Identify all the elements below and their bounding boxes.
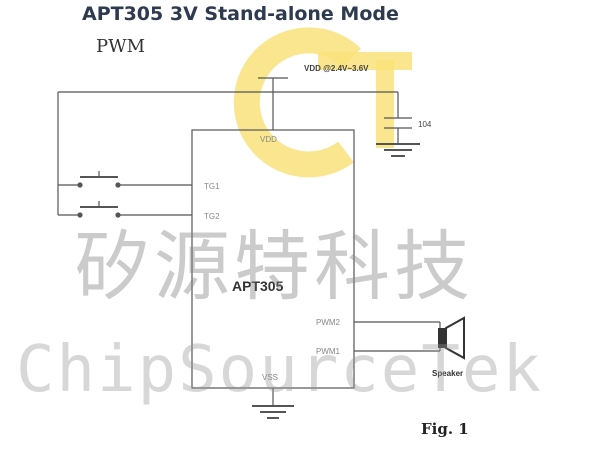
pin-pwm2-label: PWM2 [316,318,341,327]
page-title: APT305 3V Stand-alone Mode [82,3,399,25]
pin-tg1-label: TG1 [204,182,220,191]
pin-vdd-label: VDD [260,135,277,144]
speaker-label: Speaker [432,369,463,378]
pin-vss-label: VSS [262,373,278,382]
capacitor-label: 104 [418,120,432,129]
speaker-icon [438,316,465,360]
page-subtitle: PWM [96,36,146,57]
pin-tg2-label: TG2 [204,212,220,221]
pin-pwm1-label: PWM1 [316,347,341,356]
watermark-logo [233,27,412,178]
push-switch-tg1 [58,171,192,188]
push-switch-tg2 [58,201,192,218]
watermark-english-text: ChipSourceTek [16,333,543,407]
chip-name: APT305 [232,278,284,294]
cap-ground-symbol [376,143,420,157]
logo-ring [233,27,362,178]
supply-label: VDD @2.4V~3.6V [304,64,369,73]
watermark-chinese-text: 矽源特科技 [74,222,474,311]
logo-stem [376,60,394,148]
figure-label: Fig. 1 [421,420,469,438]
vss-ground-symbol [252,405,294,419]
